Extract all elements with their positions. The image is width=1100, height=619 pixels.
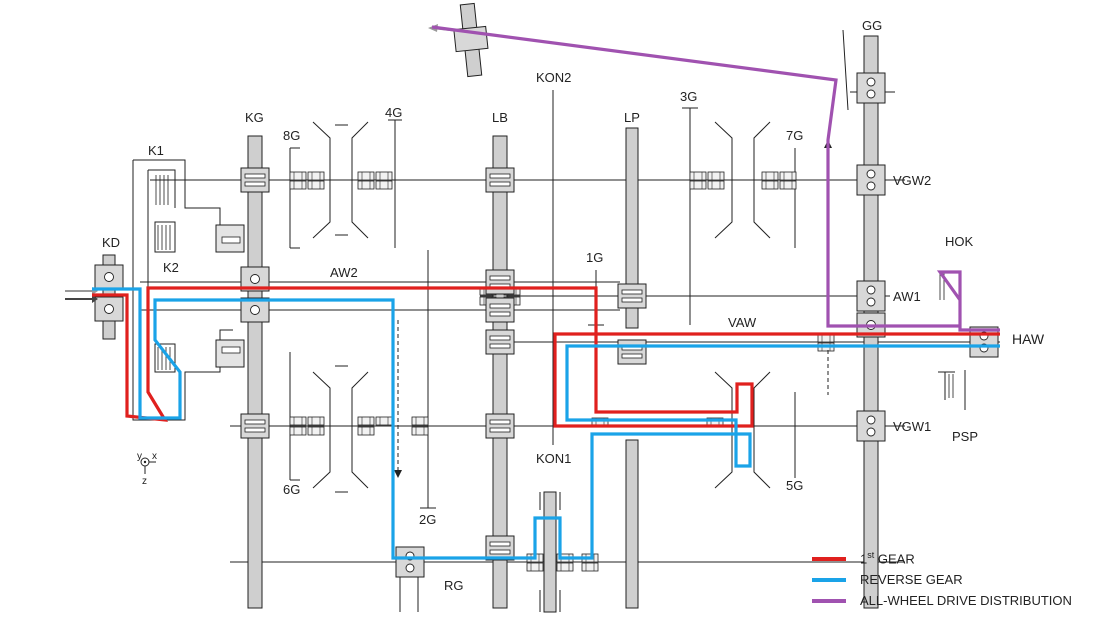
axis-z-label: z: [142, 476, 147, 487]
legend: 1st GEAR REVERSE GEAR ALL-WHEEL DRIVE DI…: [812, 548, 1072, 611]
input-arrows: [65, 140, 832, 478]
label-haw: HAW: [1012, 331, 1045, 347]
label-rg: RG: [444, 578, 464, 593]
label-aw1: AW1: [893, 289, 921, 304]
label-kon1: KON1: [536, 451, 571, 466]
legend-label-reverse-gear: REVERSE GEAR: [860, 572, 963, 587]
legend-item-reverse-gear: REVERSE GEAR: [812, 569, 1072, 590]
label-kd: KD: [102, 235, 120, 250]
label-k1: K1: [148, 143, 164, 158]
label-6g: 6G: [283, 482, 300, 497]
shaft-kg: [247, 135, 263, 609]
label-gg: GG: [862, 18, 882, 33]
label-aw2: AW2: [330, 265, 358, 280]
label-vgw2: VGW2: [893, 173, 931, 188]
label-lp: LP: [624, 110, 640, 125]
awd-path: [431, 25, 1000, 332]
shaft-lp-upper: [625, 127, 639, 329]
legend-first-gear-text: GEAR: [874, 551, 915, 567]
legend-item-awd: ALL-WHEEL DRIVE DISTRIBUTION: [812, 590, 1072, 611]
dashed-lines: [397, 148, 829, 470]
legend-item-first-gear: 1st GEAR: [812, 548, 1072, 569]
label-kon2: KON2: [536, 70, 571, 85]
legend-swatch-reverse-gear: [812, 577, 846, 582]
needle-bearings: [289, 171, 835, 572]
shaft-lb: [492, 135, 508, 609]
axis-x-label: x: [152, 451, 157, 462]
axis-y-label: y: [137, 451, 142, 462]
label-7g: 7G: [786, 128, 803, 143]
label-kg: KG: [245, 110, 264, 125]
front-output: [428, 2, 489, 78]
label-5g: 5G: [786, 478, 803, 493]
label-2g: 2G: [419, 512, 436, 527]
shaft-lp-lower: [625, 439, 639, 609]
vertical-shafts: [102, 35, 879, 613]
label-4g: 4G: [385, 105, 402, 120]
legend-first-gear-sup: st: [867, 550, 875, 561]
housing-blocks: [215, 224, 245, 368]
clutch-plates: [155, 175, 954, 398]
legend-label-awd: ALL-WHEEL DRIVE DISTRIBUTION: [860, 593, 1072, 608]
label-lb: LB: [492, 110, 508, 125]
label-hok: HOK: [945, 234, 974, 249]
coordinate-system-icon: y x z: [137, 451, 157, 487]
legend-label-first-gear: 1st GEAR: [860, 550, 915, 566]
label-vaw: VAW: [728, 315, 757, 330]
legend-swatch-first-gear: [812, 556, 846, 561]
label-k2: K2: [163, 260, 179, 275]
label-vgw1: VGW1: [893, 419, 931, 434]
label-8g: 8G: [283, 128, 300, 143]
gear-outlines: [132, 29, 966, 612]
legend-swatch-awd: [812, 598, 846, 603]
label-psp: PSP: [952, 429, 978, 444]
reverse-gear-path: [92, 287, 1000, 560]
legend-first-gear-base: 1: [860, 551, 868, 567]
label-1g: 1G: [586, 250, 603, 265]
shaft-rg-lower: [543, 491, 557, 613]
power-flow-paths: [92, 25, 1000, 560]
component-labels: KD K1 K2 KG 8G 4G 6G 2G RG AW2 LB KON2 K…: [102, 18, 1045, 593]
label-3g: 3G: [680, 89, 697, 104]
